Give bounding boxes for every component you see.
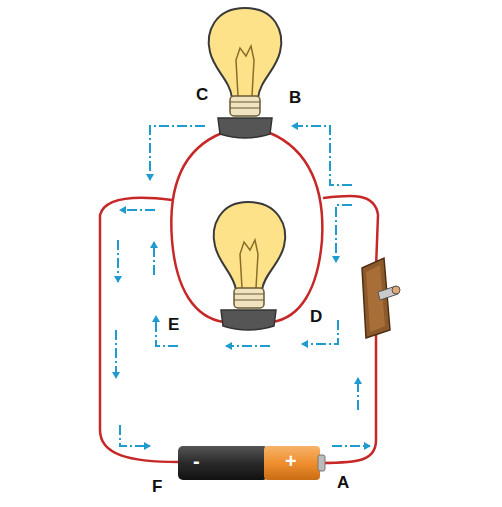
terminal-label: A bbox=[337, 474, 349, 491]
terminal-label: F bbox=[152, 478, 162, 495]
point-label: D bbox=[310, 308, 322, 325]
polarity-sign: - bbox=[193, 451, 200, 471]
light-bulb bbox=[209, 8, 281, 138]
battery bbox=[178, 446, 325, 480]
point-label: B bbox=[289, 89, 301, 106]
current-arrows bbox=[116, 126, 370, 446]
wires bbox=[100, 133, 378, 463]
light-bulb bbox=[214, 202, 285, 330]
switch bbox=[362, 258, 400, 338]
point-label: E bbox=[168, 316, 179, 333]
point-label: C bbox=[196, 86, 208, 103]
polarity-sign: + bbox=[285, 451, 297, 471]
